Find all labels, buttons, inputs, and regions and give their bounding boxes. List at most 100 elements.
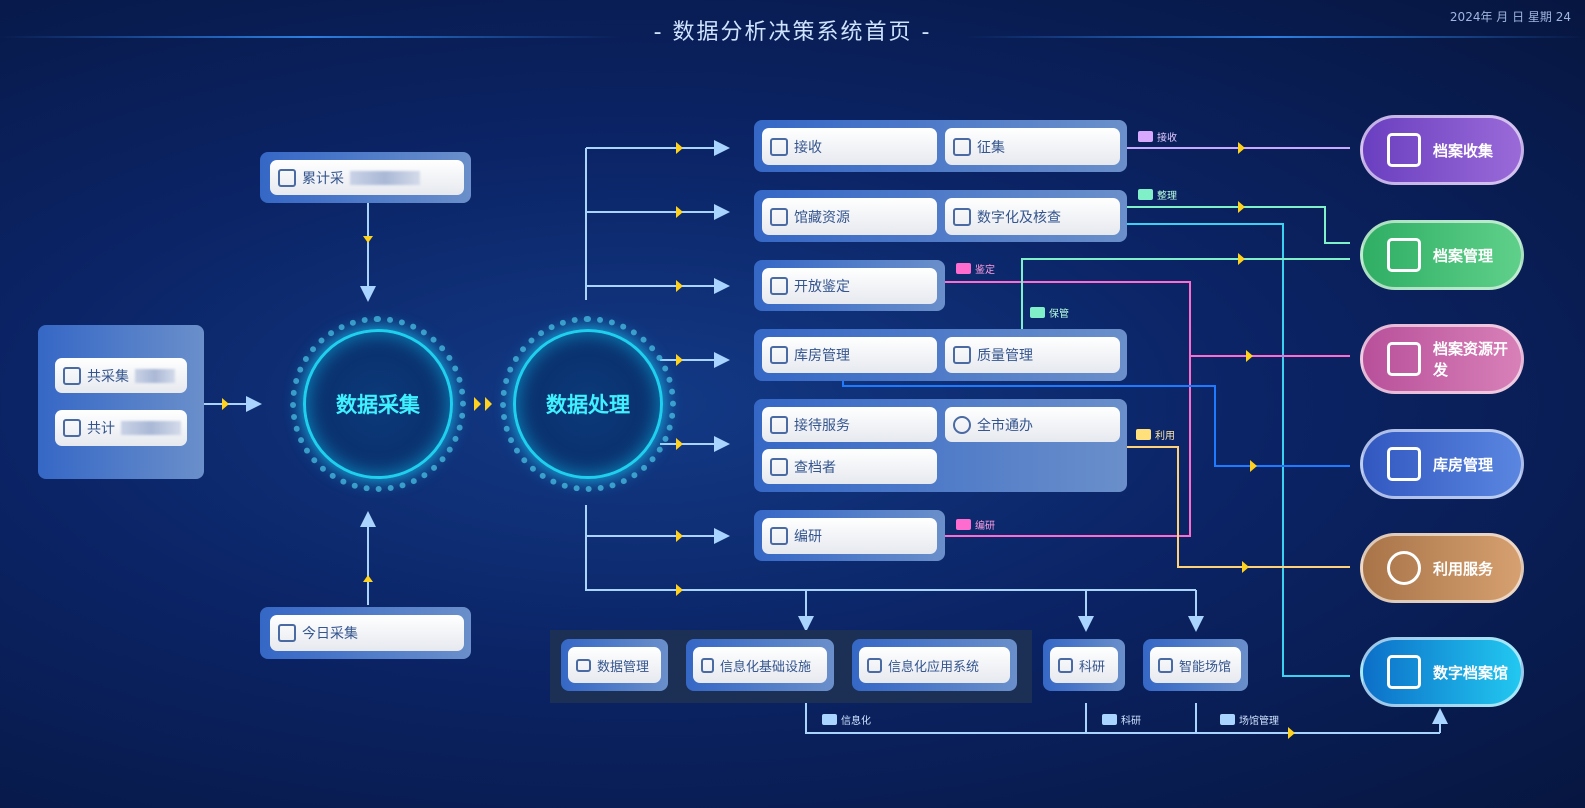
hub-data-processing[interactable]: 数据处理 [500,316,676,492]
row-receive: 接收 征集 [754,120,1127,172]
header-line-right [965,36,1585,38]
row-appraisal: 开放鉴定 [754,260,945,311]
card-appraisal[interactable]: 开放鉴定 [762,268,937,304]
label: 保管 [1049,309,1069,320]
redacted-value [350,170,420,185]
row-service: 接待服务 全市通办 查档者 [754,399,1127,492]
cube-icon [770,527,788,545]
label: 档案资源开发 [1433,340,1509,379]
monitor-icon [1158,657,1173,673]
output-resource-development[interactable]: 档案资源开发 [1360,324,1524,394]
header-line-left [0,36,620,38]
archive-box-icon [1387,655,1421,689]
total-count-card[interactable]: 共计 [55,410,187,446]
card-research[interactable]: 科研 [1050,647,1118,683]
today-collected-label: 今日采集 [302,626,358,642]
rom-folder-icon [1387,133,1421,167]
card-searcher[interactable]: 查档者 [762,449,937,484]
file-icon [953,346,971,364]
label: 科研 [1079,659,1106,675]
label: 档案收集 [1433,141,1494,160]
card-digitize[interactable]: 数字化及核查 [945,198,1120,235]
card-citywide[interactable]: 全市通办 [945,407,1120,442]
label: 开放鉴定 [794,279,850,295]
database-gear-icon [953,137,971,156]
total-collected-card[interactable]: 累计采 [270,160,464,195]
label: 科研 [1121,716,1141,727]
tag-info: 信息化 [822,712,871,727]
tag-research: 科研 [1102,712,1141,727]
label: 利用服务 [1433,559,1494,578]
document-icon [770,415,788,434]
cloud-upload-icon [953,415,971,434]
server-icon [701,657,714,673]
output-digital-archive[interactable]: 数字档案馆 [1360,637,1524,707]
card-data-mgmt[interactable]: 数据管理 [568,647,661,683]
collection-stats-panel: 共采集 共计 [38,325,204,479]
gear-cursor-icon [63,419,81,437]
page-title: - 数据分析决策系统首页 - [653,20,932,45]
hub-data-collection[interactable]: 数据采集 [290,316,466,492]
infra-app: 信息化应用系统 [852,639,1017,691]
infra-base: 信息化基础设施 [686,639,834,691]
folder-icon [1138,189,1153,200]
infra-venue: 智能场馆 [1143,639,1248,691]
card-infra-app[interactable]: 信息化应用系统 [859,647,1010,683]
tag-appraise: 鉴定 [956,261,995,276]
tag-preserve: 保管 [1030,305,1069,320]
label: 整理 [1157,191,1177,202]
folder-icon [1220,714,1235,725]
redacted-value [135,368,175,383]
document-icon [278,168,296,187]
output-use-service[interactable]: 利用服务 [1360,533,1524,603]
card-solicit[interactable]: 征集 [945,128,1120,165]
total-collected-label: 累计采 [302,170,344,187]
label: 接待服务 [794,417,850,434]
document-search-icon [770,277,788,295]
edit-icon [1058,657,1073,673]
tag-arrange: 整理 [1138,187,1177,202]
infra-research: 科研 [1043,639,1125,691]
card-receive[interactable]: 接收 [762,128,937,165]
gear-cursor-icon [63,366,81,385]
label: 数字化及核查 [977,209,1061,226]
row-compile: 编研 [754,510,945,561]
chart-monitor-icon [1387,342,1421,376]
row-warehouse: 库房管理 质量管理 [754,329,1127,381]
label: 全市通办 [977,417,1033,434]
atom-icon [1387,551,1421,585]
card-icon [576,658,591,672]
label: 库房管理 [794,348,850,364]
tag-receive: 接收 [1138,129,1177,144]
tag-venue: 场馆管理 [1220,712,1279,727]
card-quality[interactable]: 质量管理 [945,337,1120,373]
infra-data-mgmt: 数据管理 [561,639,668,691]
collected-count-card[interactable]: 共采集 [55,358,187,393]
datetime: 2024年 月 日 星期 24 [1449,10,1571,24]
label: 信息化应用系统 [888,659,980,675]
database-icon [770,137,788,156]
total-count-label: 共计 [87,421,115,437]
label: 查档者 [794,459,836,476]
output-archive-management[interactable]: 档案管理 [1360,220,1524,290]
card-holdings[interactable]: 馆藏资源 [762,198,937,235]
output-warehouse[interactable]: 库房管理 [1360,429,1524,499]
card-smart-venue[interactable]: 智能场馆 [1150,647,1241,683]
label: 馆藏资源 [794,209,850,226]
today-collected-card[interactable]: 今日采集 [270,615,464,651]
label: 接收 [1157,133,1177,144]
today-collected-panel: 今日采集 [260,607,471,659]
layers-icon [770,457,788,476]
card-infra-base[interactable]: 信息化基础设施 [693,647,827,683]
tag-use: 利用 [1136,427,1175,442]
folder-icon [1030,307,1045,318]
card-compile[interactable]: 编研 [762,518,937,554]
label: 信息化基础设施 [720,659,812,675]
label: 库房管理 [1433,455,1494,474]
label: 智能场馆 [1179,659,1232,675]
card-reception[interactable]: 接待服务 [762,407,937,442]
card-warehouse[interactable]: 库房管理 [762,337,937,373]
folder-icon [1136,429,1151,440]
output-archive-collection[interactable]: 档案收集 [1360,115,1524,185]
